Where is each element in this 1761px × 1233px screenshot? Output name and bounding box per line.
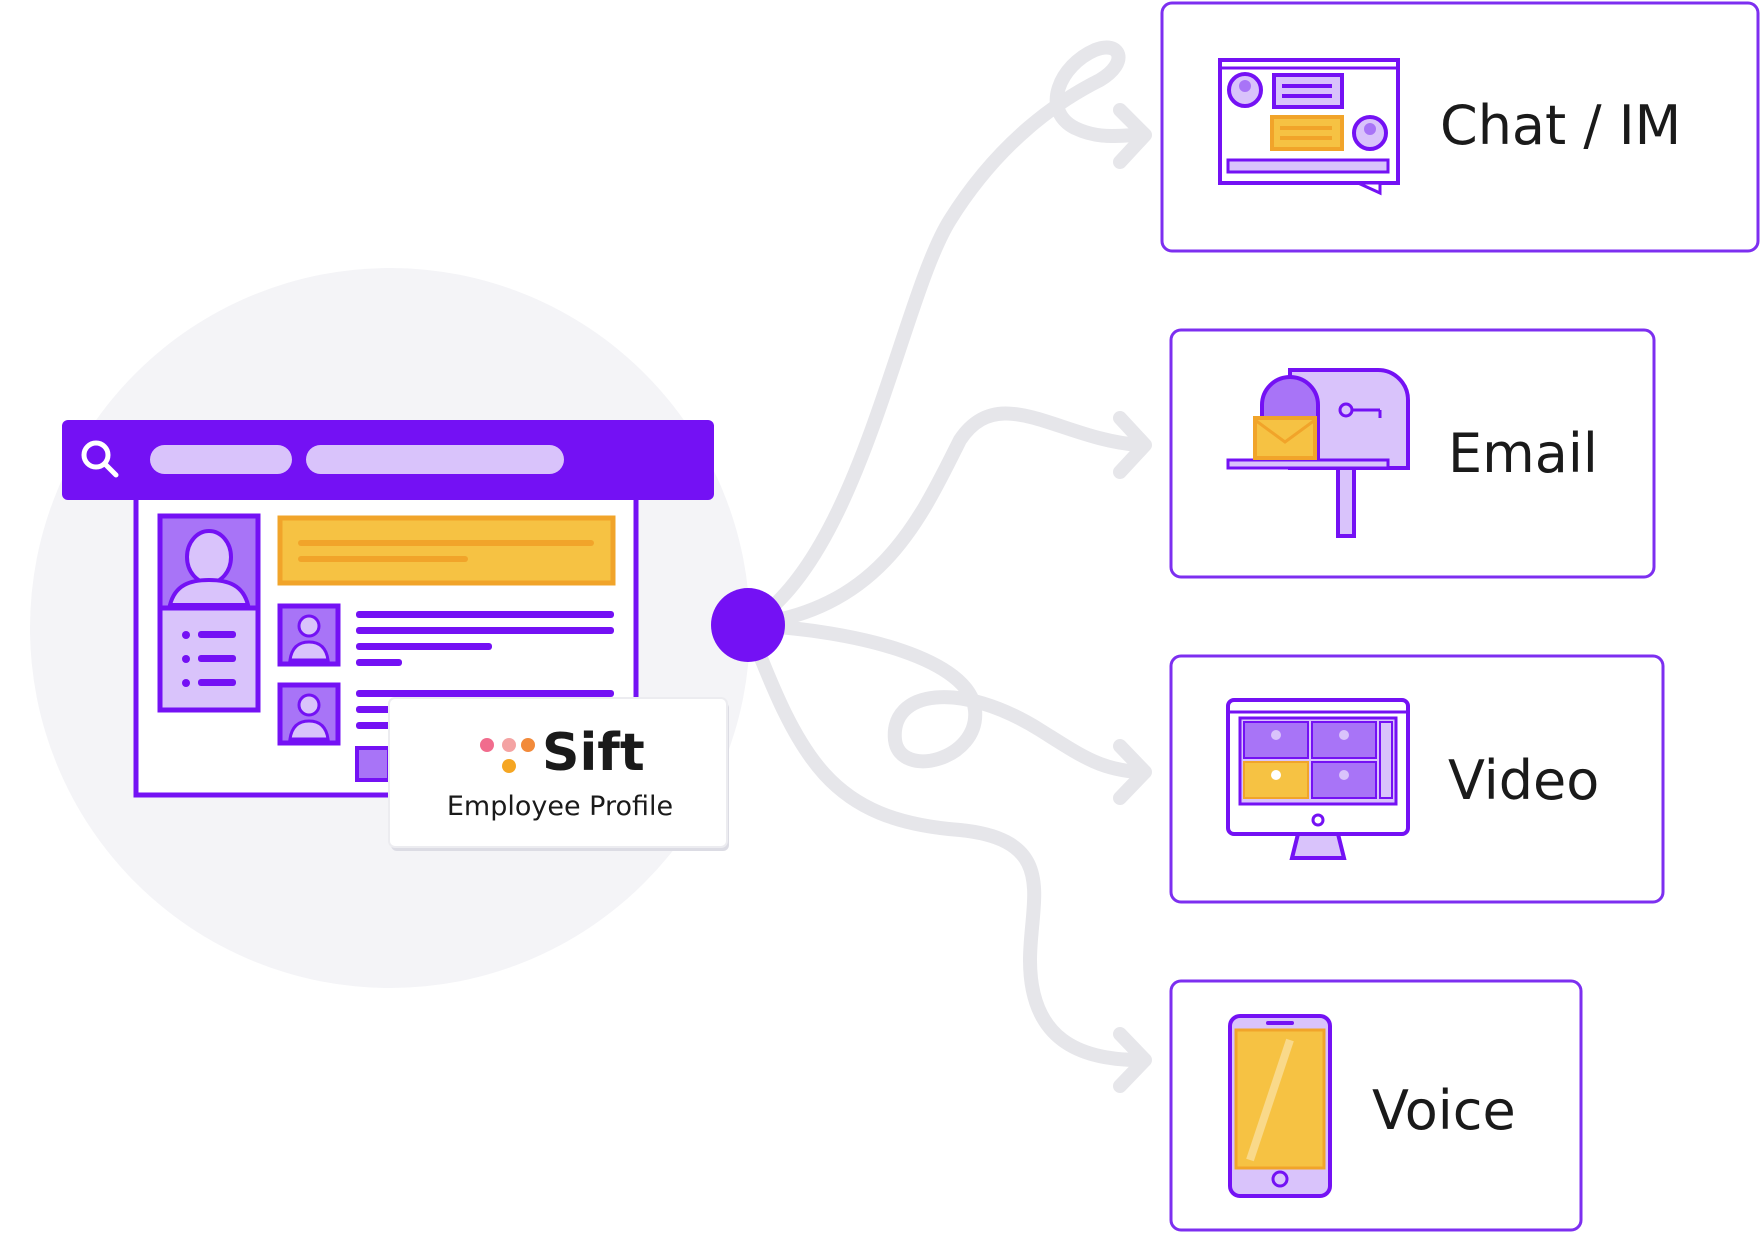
brand-subtitle: Employee Profile (447, 791, 673, 822)
contact-line (356, 627, 614, 634)
search-pill (150, 445, 292, 474)
contact-line (356, 690, 614, 697)
profile-list-icon (182, 631, 236, 687)
search-bar (62, 420, 714, 500)
connector-voice (741, 618, 1147, 1067)
brand-card: Sift Employee Profile (388, 697, 729, 851)
contact-person-icon (288, 693, 330, 741)
profile-person-icon (167, 529, 251, 607)
contact-chip (355, 746, 391, 782)
channel-label-video: Video (1448, 749, 1599, 812)
arrowhead-chat (1113, 103, 1152, 169)
connectors (741, 40, 1152, 1093)
arrowhead-email (1113, 411, 1152, 479)
channel-box-voice: Voice (1169, 979, 1583, 1232)
hub-node (711, 588, 785, 662)
channel-box-video: Video (1169, 654, 1665, 904)
connector-chat (741, 40, 1147, 632)
contact-person-icon (288, 614, 330, 662)
search-icon (81, 440, 119, 478)
contact-line (356, 643, 492, 650)
contact-line (356, 611, 614, 618)
connector-video (741, 618, 1147, 779)
sift-logo-icon (480, 738, 535, 773)
channel-box-chat: Chat / IM (1160, 1, 1760, 253)
arrowhead-voice (1113, 1027, 1152, 1093)
profile-banner-line (298, 540, 594, 546)
chat-window-icon (1218, 58, 1400, 196)
mailbox-icon (1226, 368, 1410, 538)
arrowhead-video (1113, 739, 1152, 805)
search-pill (306, 445, 564, 474)
channel-box-email: Email (1169, 328, 1656, 579)
channel-label-chat: Chat / IM (1440, 94, 1681, 157)
video-monitor-icon (1226, 698, 1410, 860)
contact-line (356, 706, 396, 713)
smartphone-icon (1228, 1014, 1332, 1198)
contact-line (356, 659, 402, 666)
connector-email (741, 406, 1147, 632)
contact-line (356, 722, 396, 729)
profile-banner-line (298, 556, 468, 562)
profile-banner (277, 515, 616, 586)
channel-label-email: Email (1448, 422, 1598, 485)
profile-window (133, 467, 639, 798)
channel-label-voice: Voice (1372, 1079, 1516, 1142)
brand-name: Sift (542, 723, 645, 783)
